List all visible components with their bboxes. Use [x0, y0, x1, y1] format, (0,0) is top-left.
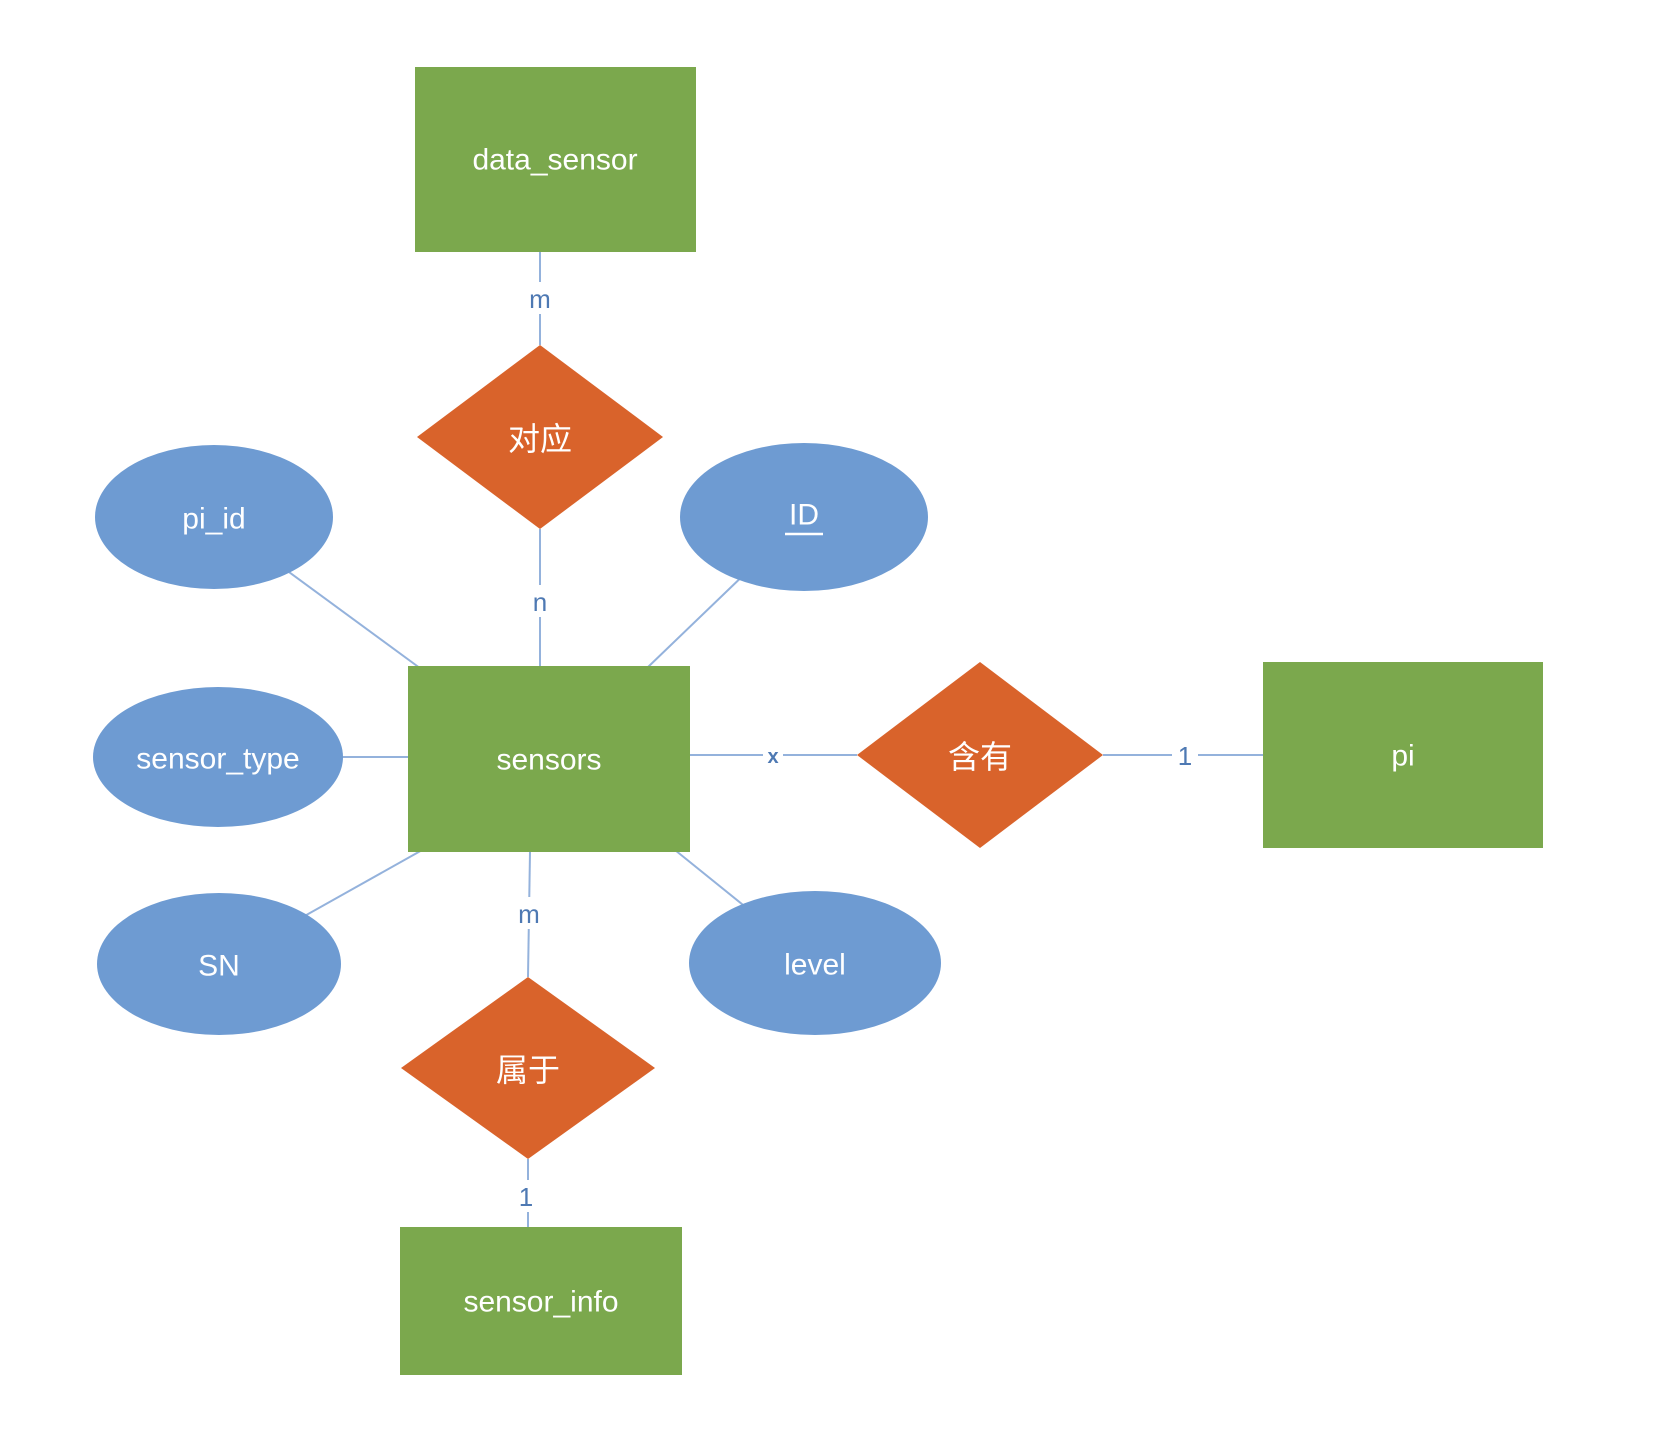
- cardinality-label-n-sensors: n: [533, 587, 547, 617]
- relationship-corresponds: [417, 345, 663, 529]
- attribute-id: [680, 443, 928, 591]
- cardinality-label-bg: [526, 282, 554, 314]
- attribute-label-sensor-type: sensor_type: [136, 743, 299, 776]
- attribute-label-level: level: [784, 949, 846, 982]
- entity-nodes: [400, 67, 1543, 1375]
- cardinality-label-1-pi: 1: [1178, 741, 1192, 771]
- entity-label-data-sensor: data_sensor: [472, 144, 637, 177]
- entity-pi: [1263, 662, 1543, 848]
- relationship-nodes: [401, 345, 1103, 1159]
- entity-label-sensor-info: sensor_info: [463, 1286, 618, 1319]
- attribute-nodes: [93, 443, 941, 1035]
- cardinality-label-x-sensors: x: [767, 746, 778, 768]
- relationship-label-contains: 含有: [948, 739, 1012, 775]
- relationship-contains: [857, 662, 1103, 848]
- cardinality-label-1-sensor-info: 1: [519, 1182, 533, 1212]
- entity-sensors: [408, 666, 690, 852]
- cardinality-label-m-data-sensor: m: [529, 284, 551, 314]
- entity-sensor-info: [400, 1227, 682, 1375]
- entity-data-sensor: [415, 67, 696, 252]
- cardinality-label-bg: [763, 745, 783, 767]
- connectors: [213, 252, 1263, 1227]
- attribute-pi-id: [95, 445, 333, 589]
- attribute-label-id: ID: [789, 499, 819, 532]
- relationship-label-belongs-to: 属于: [496, 1052, 560, 1088]
- shape-labels: data_sensor sensors pi sensor_info 对应 含有…: [136, 144, 1414, 1319]
- attribute-sn: [97, 893, 341, 1035]
- cardinality-label-bg: [527, 585, 553, 617]
- relationship-belongs-to: [401, 977, 655, 1159]
- entity-label-pi: pi: [1391, 740, 1414, 773]
- attribute-label-pi-id: pi_id: [182, 503, 245, 536]
- cardinality-label-bg: [1172, 740, 1198, 772]
- cardinality-label-m-sensors: m: [518, 899, 540, 929]
- cardinality-labels: m n x 1 m 1: [513, 282, 1198, 1212]
- attribute-label-sn: SN: [198, 950, 240, 983]
- cardinality-label-bg: [514, 897, 544, 929]
- relationship-label-corresponds: 对应: [508, 421, 572, 457]
- entity-label-sensors: sensors: [496, 744, 601, 777]
- cardinality-label-bg: [513, 1180, 539, 1212]
- attribute-sensor-type: [93, 687, 343, 827]
- attribute-level: [689, 891, 941, 1035]
